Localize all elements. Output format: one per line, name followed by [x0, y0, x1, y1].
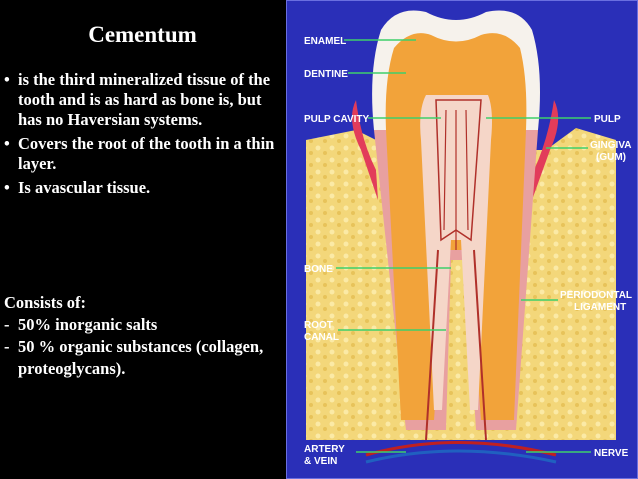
- label-vein: & VEIN: [304, 456, 337, 467]
- leader-lines: [336, 39, 591, 453]
- root-canal-vessels: [425, 249, 487, 441]
- composition-list: 50% inorganic salts 50 % organic substan…: [4, 314, 289, 380]
- composition-heading: Consists of:: [4, 293, 87, 312]
- bullet-item: is the third mineralized tissue of the t…: [4, 70, 284, 130]
- artery-vein: [365, 441, 557, 457]
- label-ligament: LIGAMENT: [574, 302, 626, 313]
- label-enamel: ENAMEL: [304, 36, 346, 47]
- label-canal: CANAL: [304, 332, 339, 343]
- composition-item: 50 % organic substances (collagen, prote…: [4, 336, 289, 380]
- gingiva-right: [532, 100, 559, 200]
- label-root: ROOT: [304, 320, 333, 331]
- label-gingiva: GINGIVA: [590, 140, 631, 151]
- bullet-item: Covers the root of the tooth in a thin l…: [4, 134, 284, 174]
- label-pulp-cavity: PULP CAVITY: [304, 114, 370, 125]
- composition-item: 50% inorganic salts: [4, 314, 289, 336]
- slide-title: Cementum: [88, 22, 197, 47]
- composition-section: Consists of: 50% inorganic salts 50 % or…: [4, 292, 289, 380]
- gingiva-left: [352, 100, 378, 200]
- label-periodontal: PERIODONTAL: [560, 290, 632, 301]
- label-bone: BONE: [304, 264, 333, 275]
- label-gum: (GUM): [596, 152, 626, 163]
- label-artery: ARTERY: [304, 444, 345, 455]
- label-nerve: NERVE: [594, 448, 629, 459]
- bullet-item: Is avascular tissue.: [4, 178, 284, 198]
- label-dentine: DENTINE: [304, 69, 348, 80]
- tooth-diagram: ENAMEL DENTINE PULP CAVITY PULP GINGIVA …: [286, 0, 638, 479]
- description-bullets: is the third mineralized tissue of the t…: [4, 70, 284, 202]
- label-pulp: PULP: [594, 114, 621, 125]
